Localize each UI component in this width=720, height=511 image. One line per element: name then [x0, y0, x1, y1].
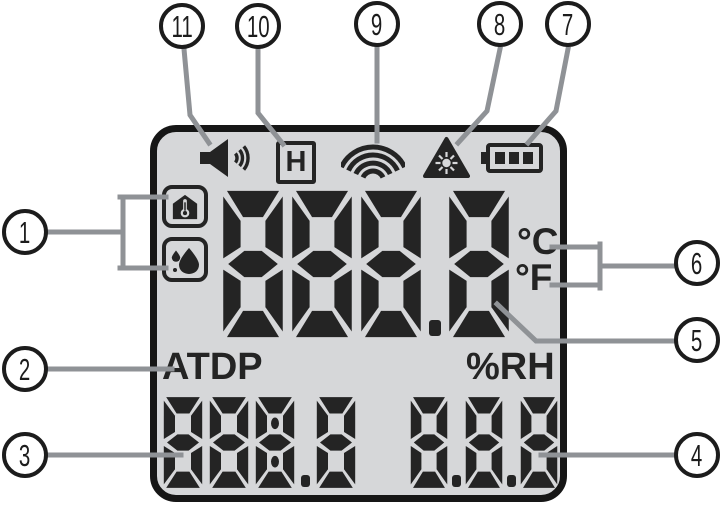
- decimal-point: [429, 320, 441, 336]
- callout-11-number: 11: [171, 8, 193, 44]
- callout-2-number: 2: [19, 351, 31, 387]
- laser-warning-icon: [423, 135, 470, 180]
- decimal-point: [507, 475, 516, 487]
- callout-3: 3: [2, 432, 48, 478]
- atdp-label: ATDP: [162, 346, 263, 388]
- callout-5: 5: [674, 317, 720, 363]
- sub-display-right: [410, 396, 558, 489]
- wireless-signal-icon: [341, 134, 405, 182]
- callout-6-number: 6: [691, 245, 703, 281]
- sub-display-left: [163, 396, 356, 489]
- percent-rh-label: %RH: [466, 346, 555, 388]
- callout-5-number: 5: [691, 322, 703, 358]
- callout-4-number: 4: [691, 437, 703, 473]
- speaker-icon: [197, 136, 251, 180]
- callout-10-number: 10: [246, 8, 270, 44]
- seven-segment-digit: [449, 190, 509, 338]
- seven-segment-digit: [255, 397, 295, 488]
- callout-8-number: 8: [494, 6, 506, 42]
- seven-segment-digit: [163, 397, 203, 488]
- callout-2: 2: [2, 346, 48, 392]
- callout-3-number: 3: [19, 437, 31, 473]
- decimal-point: [301, 475, 310, 487]
- main-temperature-display: [222, 189, 510, 339]
- battery-icon: [481, 143, 543, 173]
- seven-segment-digit: [209, 397, 249, 488]
- callout-10: 10: [235, 3, 281, 49]
- callout-7: 7: [545, 1, 591, 47]
- callout-4: 4: [674, 432, 720, 478]
- seven-segment-digit: [465, 397, 503, 488]
- hold-icon: H: [276, 141, 316, 184]
- decimal-point: [452, 475, 461, 487]
- indoor-temperature-icon: [162, 185, 208, 228]
- seven-segment-digit: [223, 190, 283, 338]
- seven-segment-digit: [361, 190, 421, 338]
- callout-1-number: 1: [19, 214, 31, 250]
- celsius-unit-label: °C: [517, 221, 559, 262]
- callout-9-number: 9: [371, 6, 383, 42]
- hold-label: H: [285, 146, 307, 178]
- leader-6: [549, 241, 679, 291]
- callout-9: 9: [354, 1, 400, 47]
- seven-segment-digit: [316, 397, 356, 488]
- callout-8: 8: [477, 1, 523, 47]
- callout-7-number: 7: [562, 6, 574, 42]
- seven-segment-digit: [520, 397, 558, 488]
- callout-11: 11: [159, 3, 205, 49]
- humidity-icon: [162, 237, 208, 282]
- seven-segment-digit: [410, 397, 448, 488]
- fahrenheit-unit-label: °F: [515, 257, 553, 298]
- seven-segment-digit: [292, 190, 352, 338]
- callout-6: 6: [674, 240, 720, 286]
- callout-1: 1: [2, 209, 48, 255]
- leader-1: [44, 194, 169, 271]
